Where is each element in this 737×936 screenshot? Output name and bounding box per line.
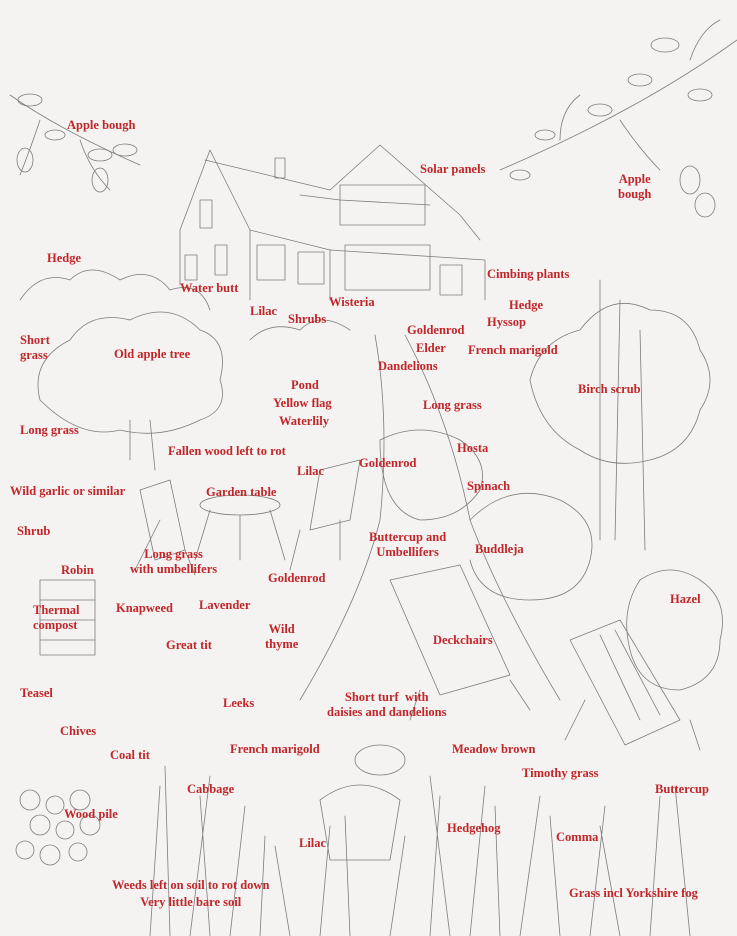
label-coal-tit: Coal tit <box>110 748 150 762</box>
apple-bough-right-sketch <box>499 19 737 218</box>
label-french-marigold-top: French marigold <box>468 343 558 357</box>
label-wood-pile: Wood pile <box>64 807 118 821</box>
deckchairs-sketch <box>389 564 701 751</box>
label-knapweed: Knapweed <box>116 601 173 615</box>
label-robin: Robin <box>61 563 94 577</box>
label-water-butt: Water butt <box>180 281 239 295</box>
label-weeds: Weeds left on soil to rot down Very litt… <box>112 878 270 909</box>
label-goldenrod-low: Goldenrod <box>268 571 326 585</box>
label-meadow-brown: Meadow brown <box>452 742 536 756</box>
label-shrub: Shrub <box>17 524 51 538</box>
label-fallen-wood: Fallen wood left to rot <box>168 444 286 458</box>
label-buttercup-umbellifers: Buttercup and Umbellifers <box>369 530 447 559</box>
label-spinach: Spinach <box>467 479 511 493</box>
label-hosta: Hosta <box>457 441 489 455</box>
label-long-grass-umbellifers: Long grass with umbellifers <box>130 547 218 576</box>
label-comma: Comma <box>556 830 599 844</box>
label-hedge-right: Hedge <box>509 298 544 312</box>
label-grass-yorkshire-fog: Grass incl Yorkshire fog <box>569 886 698 900</box>
label-wild-garlic: Wild garlic or similar <box>10 484 126 498</box>
garden-path-sketch <box>299 334 561 701</box>
label-thermal-compost: Thermal compost <box>33 603 80 632</box>
label-hazel: Hazel <box>670 592 701 606</box>
label-climbing-plants: Cimbing plants <box>487 267 570 281</box>
label-goldenrod-top: Goldenrod <box>407 323 465 337</box>
label-hedgehog: Hedgehog <box>447 821 501 835</box>
label-waterlily: Waterlily <box>279 414 329 428</box>
label-pond: Pond <box>291 378 319 392</box>
compost-sketch <box>39 579 96 656</box>
label-lavender: Lavender <box>199 598 251 612</box>
label-wild-thyme: Wild thyme <box>265 622 299 651</box>
apple-bough-left-sketch <box>9 93 141 193</box>
label-birch-scrub: Birch scrub <box>578 382 641 396</box>
garden-table-sketch <box>134 459 361 576</box>
foreground-grass-sketch <box>149 765 691 936</box>
label-lilac-top: Lilac <box>250 304 278 318</box>
label-elder: Elder <box>416 341 446 355</box>
label-solar-panels: Solar panels <box>420 162 486 176</box>
house-sketch <box>179 144 486 301</box>
shrub-masses-sketch <box>19 269 723 691</box>
label-long-grass-left: Long grass <box>20 423 79 437</box>
label-great-tit: Great tit <box>166 638 212 652</box>
label-lilac-mid: Lilac <box>297 464 325 478</box>
label-wisteria: Wisteria <box>329 295 375 309</box>
label-buddleja: Buddleja <box>475 542 524 556</box>
basket-sketch <box>319 744 406 861</box>
label-old-apple-tree: Old apple tree <box>114 347 191 361</box>
label-french-marigold-low: French marigold <box>230 742 320 756</box>
label-dandelions: Dandelions <box>378 359 438 373</box>
label-apple-bough-right: Apple bough <box>618 172 652 201</box>
label-goldenrod-mid: Goldenrod <box>359 456 417 470</box>
label-timothy-grass: Timothy grass <box>522 766 599 780</box>
label-leeks: Leeks <box>223 696 255 710</box>
label-apple-bough-left: Apple bough <box>67 118 136 132</box>
label-short-turf: Short turf with daisies and dandelions <box>327 690 447 719</box>
label-yellow-flag: Yellow flag <box>273 396 332 410</box>
label-short-grass: Short grass <box>20 333 50 362</box>
label-garden-table: Garden table <box>206 485 277 499</box>
label-deckchairs: Deckchairs <box>433 633 493 647</box>
label-long-grass-top: Long grass <box>423 398 482 412</box>
wood-pile-sketch <box>15 789 101 866</box>
label-lilac-low: Lilac <box>299 836 327 850</box>
label-hedge-left: Hedge <box>47 251 82 265</box>
label-shrubs: Shrubs <box>288 312 327 326</box>
label-hyssop: Hyssop <box>487 315 526 329</box>
label-buttercup: Buttercup <box>655 782 709 796</box>
label-chives: Chives <box>60 724 97 738</box>
label-cabbage: Cabbage <box>187 782 235 796</box>
label-teasel: Teasel <box>20 686 53 700</box>
